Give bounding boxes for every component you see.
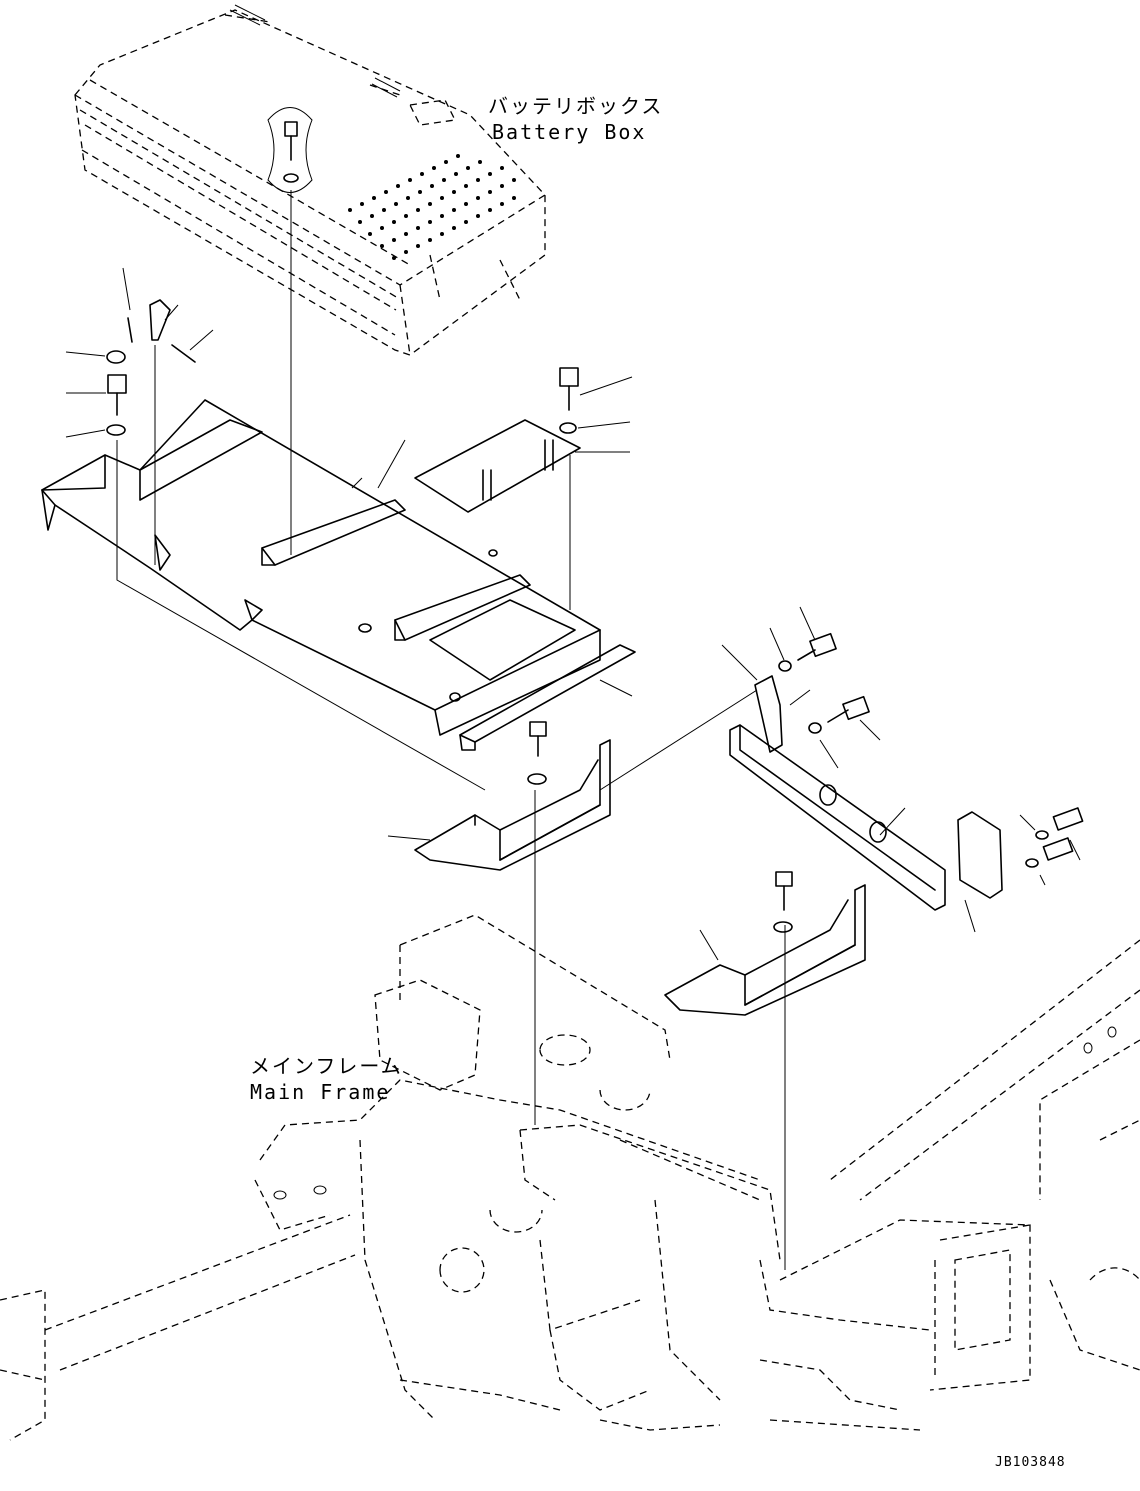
mounting-bracket-right xyxy=(664,871,866,1016)
hardware-upper-left xyxy=(65,267,214,438)
drawing-code: JB103848 xyxy=(995,1455,1066,1470)
main-frame xyxy=(0,914,1140,1441)
battery-base-plate xyxy=(41,399,601,736)
battery-box-bolt-callout xyxy=(267,107,313,193)
main-frame-label-jp: メインフレーム xyxy=(250,1054,403,1078)
cover-plate-upper-right xyxy=(414,367,633,513)
hardware-right xyxy=(721,606,1084,933)
battery-box-grille xyxy=(348,154,516,260)
alignment-lines xyxy=(116,190,811,1270)
mounting-bracket-left xyxy=(387,721,611,871)
main-frame-label-en: Main Frame xyxy=(250,1080,391,1104)
battery-box-label-jp: バッテリボックス xyxy=(488,94,664,118)
battery-box xyxy=(74,4,546,356)
battery-box-label-en: Battery Box xyxy=(492,120,647,144)
spacer-bar xyxy=(459,644,636,751)
